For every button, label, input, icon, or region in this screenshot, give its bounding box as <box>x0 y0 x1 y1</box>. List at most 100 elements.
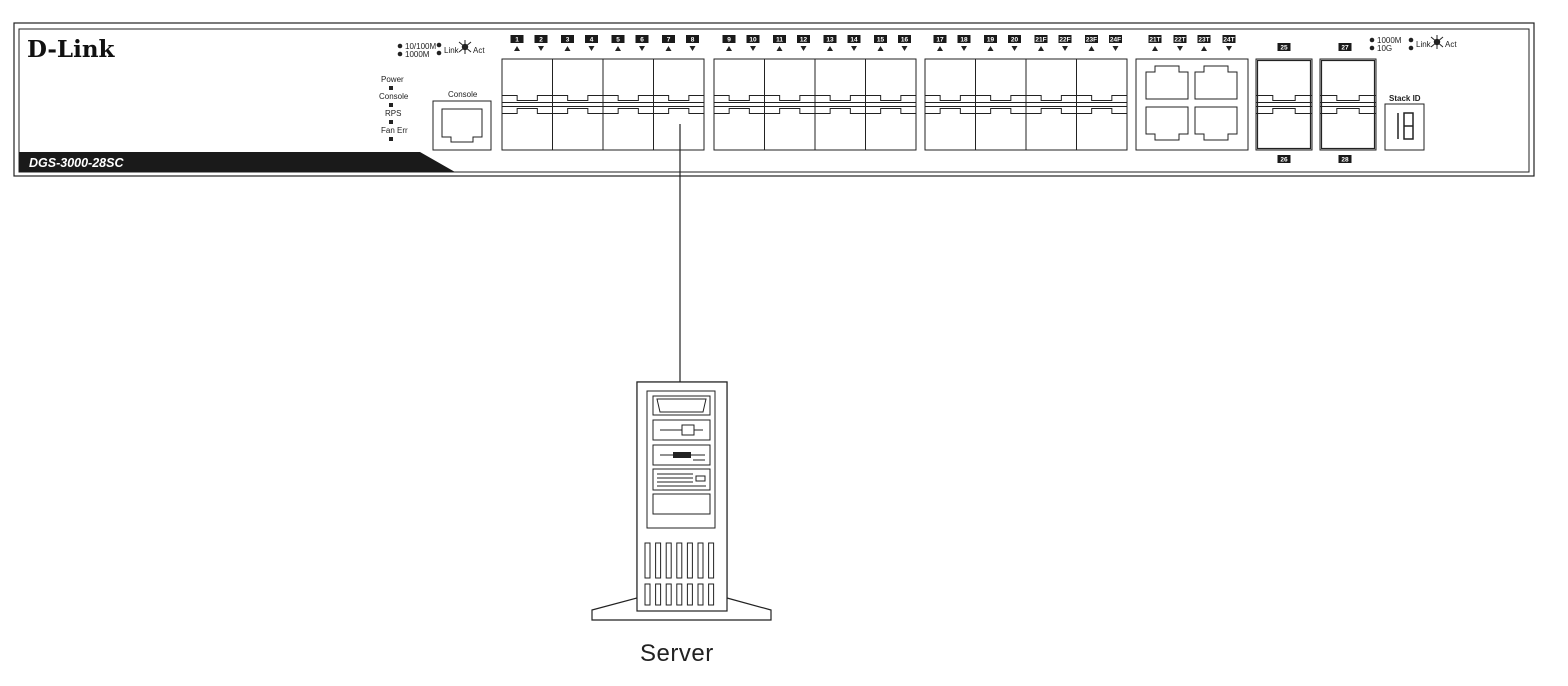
server-vent-slot <box>697 542 704 579</box>
status-power-label: Power <box>381 75 404 84</box>
port-label-8-text: 8 <box>691 37 695 44</box>
port-label-12-text: 12 <box>800 37 808 44</box>
port-label-14-text: 14 <box>850 37 858 44</box>
port-label-21T-arrow <box>1152 46 1158 51</box>
port-label-25: 25 <box>1277 43 1291 52</box>
server-icon <box>591 381 772 621</box>
server-vent-slot <box>686 542 693 579</box>
act-label-left: Act <box>473 46 485 55</box>
port-label-24F-text: 24F <box>1110 37 1121 44</box>
port-label-6-text: 6 <box>640 37 644 44</box>
port-label-7-arrow <box>665 46 672 51</box>
server-vents <box>644 542 715 606</box>
act-label-right: Act <box>1445 40 1457 49</box>
port-label-19-text: 19 <box>987 37 995 44</box>
sfp-port-cage-5 <box>764 58 816 151</box>
switch-front-panel: D-Link DGS-3000-28SC 10/100M 1000M Link … <box>13 22 1535 177</box>
port-label-11: 11 <box>773 35 786 51</box>
port-label-28-text: 28 <box>1341 157 1349 164</box>
status-fanerr-label: Fan Err <box>381 126 408 135</box>
uplink-cage-1 <box>1319 58 1377 151</box>
port-label-10: 10 <box>746 35 760 51</box>
port-label-21T-text: 21T <box>1149 37 1160 44</box>
port-label-23T: 23T <box>1197 35 1211 51</box>
port-label-13: 13 <box>823 35 837 51</box>
port-label-23T-text: 23T <box>1198 37 1209 44</box>
port-label-15-text: 15 <box>877 37 885 44</box>
port-label-10-text: 10 <box>749 37 757 44</box>
port-label-3-arrow <box>564 46 571 51</box>
port-label-15-arrow <box>877 46 884 51</box>
speed-legend-right-1: 1000M <box>1377 36 1402 45</box>
port-label-1-arrow <box>514 46 520 51</box>
server-vent-slot <box>644 542 651 579</box>
sfp-port-cage-3 <box>653 58 705 151</box>
link-label-left: Link <box>444 46 460 55</box>
speed-legend-left-1: 10/100M <box>405 42 436 51</box>
blink-icon <box>458 40 472 54</box>
port-label-7: 7 <box>662 35 675 51</box>
server-vent-slot <box>697 583 704 606</box>
port-label-16-arrow <box>901 46 908 51</box>
port-label-18-arrow <box>961 46 967 51</box>
port-label-21F: 21F <box>1034 35 1048 51</box>
server-vent-slot <box>708 583 715 606</box>
port-label-15: 15 <box>874 35 887 51</box>
port-label-14-arrow <box>851 46 857 51</box>
sfp-port-cage-4 <box>713 58 765 151</box>
port-label-11-text: 11 <box>776 37 783 44</box>
port-label-13-arrow <box>827 46 833 51</box>
port-label-17: 17 <box>933 35 947 51</box>
console-port-label: Console <box>448 90 478 99</box>
port-label-20-text: 20 <box>1011 37 1019 44</box>
port-label-10-arrow <box>750 46 756 51</box>
port-label-3: 3 <box>561 35 574 51</box>
port-label-6-arrow <box>639 46 645 51</box>
port-label-22F-text: 22F <box>1059 37 1070 44</box>
server-label: Server <box>640 640 714 667</box>
port-label-24T-text: 24T <box>1223 37 1234 44</box>
port-label-24T: 24T <box>1222 35 1236 51</box>
port-label-17-text: 17 <box>936 37 944 44</box>
port-label-22T: 22T <box>1173 35 1187 51</box>
port-label-28: 28 <box>1338 155 1352 164</box>
port-label-27: 27 <box>1338 43 1352 52</box>
port-label-22F: 22F <box>1058 35 1072 51</box>
server-vent-slot <box>665 583 672 606</box>
port-label-23T-arrow <box>1201 46 1207 51</box>
rj45-jack-23T <box>1145 106 1189 141</box>
sfp-port-cage-2 <box>602 58 654 151</box>
port-label-6: 6 <box>635 35 649 51</box>
sfp-port-cage-8 <box>924 58 976 151</box>
port-label-2-arrow <box>538 46 544 51</box>
port-label-9-arrow <box>726 46 732 51</box>
sfp-port-cage-11 <box>1076 58 1128 151</box>
sfp-port-cage-6 <box>814 58 866 151</box>
server-vent-slot <box>665 542 672 579</box>
port-label-24T-arrow <box>1226 46 1232 51</box>
status-leds: Power Console RPS Fan Err <box>379 75 409 141</box>
server-vent-slot <box>676 583 683 606</box>
port-label-14: 14 <box>847 35 861 51</box>
port-label-8-arrow <box>689 46 696 51</box>
port-label-8: 8 <box>686 35 699 51</box>
rj45-jack-22T <box>1194 65 1238 100</box>
blink-icon-right <box>1430 35 1444 49</box>
server-vent-slot <box>676 542 683 579</box>
port-label-2-text: 2 <box>539 37 543 44</box>
port-label-19: 19 <box>984 35 997 51</box>
port-label-24F-arrow <box>1112 46 1119 51</box>
port-label-22F-arrow <box>1062 46 1068 51</box>
status-rps-label: RPS <box>385 109 401 118</box>
port-label-2: 2 <box>534 35 548 51</box>
speed-legend-right-2: 10G <box>1377 44 1392 53</box>
port-label-5: 5 <box>611 35 625 51</box>
port-label-24F: 24F <box>1109 35 1122 51</box>
speed-legend-left: 10/100M 1000M Link Act <box>397 40 485 59</box>
sfp-port-cage-7 <box>865 58 917 151</box>
port-label-27-text: 27 <box>1341 45 1349 52</box>
rj45-jack-24T <box>1194 106 1238 141</box>
port-label-25-text: 25 <box>1280 45 1288 52</box>
